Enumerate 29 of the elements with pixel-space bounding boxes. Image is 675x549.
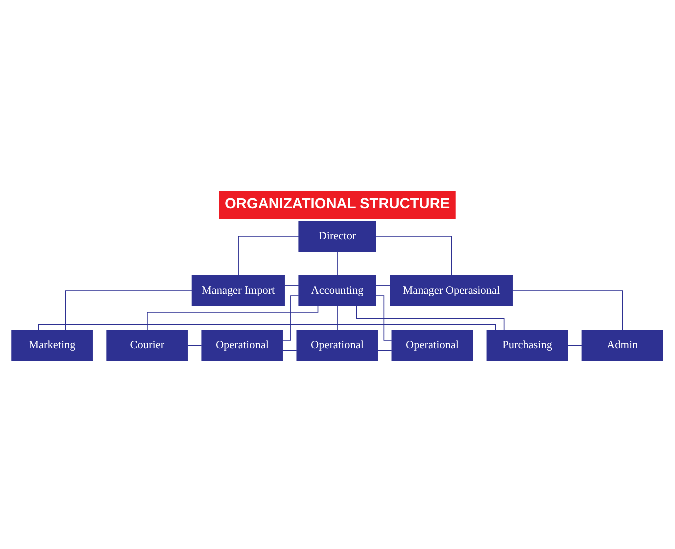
connector <box>284 285 300 286</box>
connector <box>147 305 319 330</box>
connector <box>38 324 496 330</box>
connector <box>568 344 582 346</box>
node-box: Manager Import <box>192 275 286 306</box>
connector <box>376 285 391 286</box>
node-box: Operational <box>202 330 284 361</box>
node-box: Courier <box>106 330 188 361</box>
diagram-title: ORGANIZATIONAL STRUCTURE <box>225 196 450 212</box>
connector <box>512 290 623 330</box>
connector <box>238 236 300 276</box>
node-box: Admin <box>582 330 664 361</box>
connector <box>65 290 192 330</box>
connector <box>378 350 392 351</box>
connector <box>337 305 338 330</box>
connector <box>282 350 298 351</box>
connector <box>356 305 505 330</box>
node-box: Accounting <box>298 275 376 306</box>
connector <box>188 344 202 346</box>
node-box: Manager Operasional <box>390 275 514 306</box>
connector <box>376 295 392 340</box>
connector <box>337 250 338 276</box>
node-box: Marketing <box>12 330 94 361</box>
connector <box>376 236 452 276</box>
node-box: Operational <box>296 330 378 361</box>
node-box: Operational <box>392 330 474 361</box>
node-box: Director <box>298 220 376 252</box>
node-box: Purchasing <box>486 330 568 361</box>
connector <box>282 295 300 340</box>
